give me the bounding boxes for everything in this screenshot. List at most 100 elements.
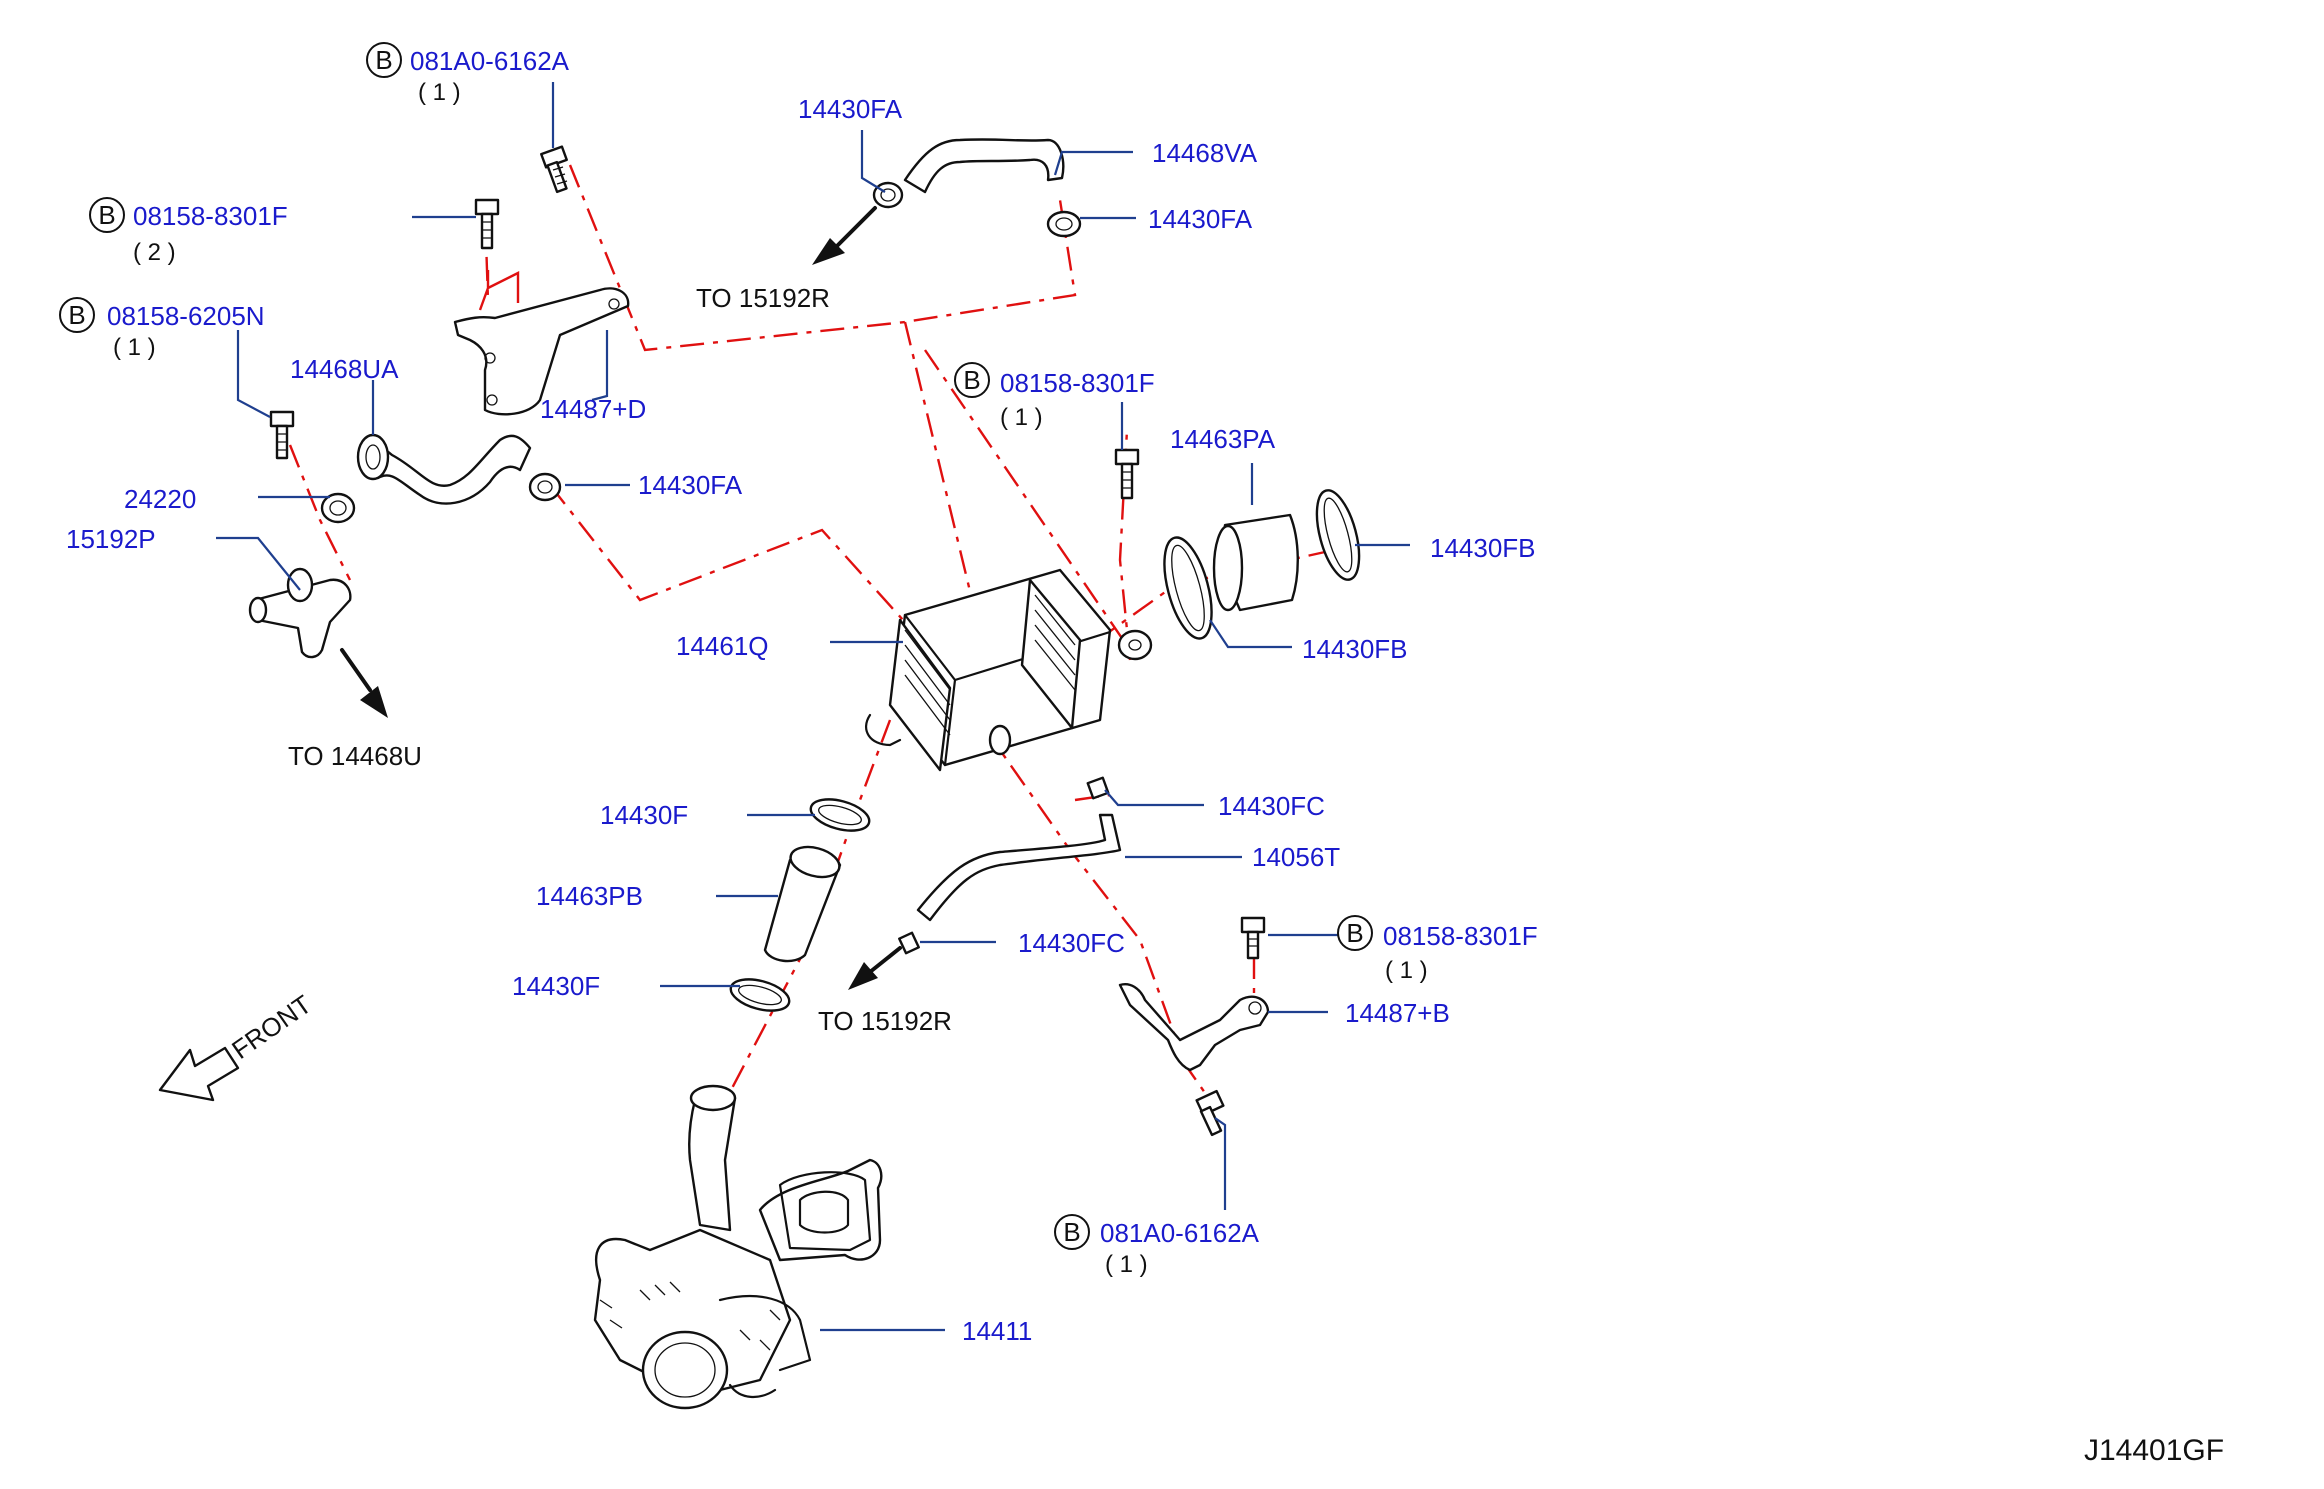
part-label[interactable]: 14411	[962, 1316, 1032, 1346]
hose-clamp-icon	[1046, 210, 1082, 238]
arrow-shaft	[833, 206, 877, 250]
part-label[interactable]: 14430FA	[798, 94, 903, 124]
arrow-shaft	[340, 648, 372, 692]
part-label[interactable]: 14430FC	[1018, 928, 1125, 958]
b-badge-icon	[366, 42, 402, 78]
bolt-icon	[1240, 916, 1266, 960]
duct-14463pa	[1212, 513, 1299, 612]
b-badge-icon	[954, 362, 990, 398]
part-label[interactable]: 14430F	[600, 800, 688, 830]
part-label[interactable]: 14468VA	[1152, 138, 1258, 168]
callout-bolt[interactable]: B 08158-8301F ( 1 )	[1337, 915, 1538, 984]
hose-clamp-icon	[809, 798, 871, 832]
arrow-head-icon	[848, 962, 878, 990]
leader-line	[1214, 1117, 1227, 1210]
part-number: 08158-6205N	[107, 301, 265, 331]
part-label[interactable]: 15192P	[66, 524, 156, 554]
bracket-hole	[484, 352, 496, 364]
hose-clamp-icon	[1163, 536, 1213, 640]
route-note: TO 15192R	[818, 1006, 952, 1036]
b-badge-label: B	[98, 200, 115, 230]
part-label[interactable]: 14487+D	[540, 394, 646, 424]
part-label[interactable]: 14463PB	[536, 881, 643, 911]
bolt-icon	[540, 145, 568, 194]
callout-bolt[interactable]: B 081A0-6162A ( 1 )	[1054, 1214, 1260, 1278]
callout-bolt[interactable]: B 08158-8301F ( 1 )	[954, 362, 1155, 431]
duct-14463pb	[763, 845, 842, 963]
part-label[interactable]: 14487+B	[1345, 998, 1450, 1028]
leader-line	[216, 536, 301, 591]
hose-14468va	[903, 138, 1065, 194]
route-note: TO 14468U	[288, 741, 422, 771]
center-line	[924, 349, 1131, 651]
route-note: TO 15192R	[696, 283, 830, 313]
part-number: 081A0-6162A	[1100, 1218, 1260, 1248]
bracket-hole	[486, 394, 498, 406]
part-number: 08158-8301F	[133, 201, 288, 231]
arrow-head-icon	[360, 686, 388, 718]
part-labels: 14430FA 14468VA 14430FA 14487+D 14468UA …	[66, 94, 1536, 1346]
b-badge-icon	[59, 297, 95, 333]
callout-bolt[interactable]: B 08158-6205N ( 1 )	[59, 297, 265, 361]
part-label[interactable]: 14430FB	[1430, 533, 1536, 563]
hose-clamp-icon	[729, 978, 791, 1012]
hose-clamp-icon	[320, 492, 356, 524]
quantity: ( 1 )	[418, 79, 461, 106]
center-line	[288, 444, 352, 581]
fitting-icon	[1086, 776, 1110, 800]
quantity: ( 1 )	[1000, 404, 1043, 431]
pipe-14056t	[916, 813, 1122, 922]
callout-bolt[interactable]: B 08158-8301F ( 2 )	[89, 197, 288, 266]
b-badge-icon	[1337, 915, 1373, 951]
b-badge-label: B	[375, 45, 392, 75]
bracket-hole	[608, 298, 620, 310]
b-badge-label: B	[1063, 1217, 1080, 1247]
center-line	[929, 649, 1182, 1051]
b-badge-icon	[89, 197, 125, 233]
part-label[interactable]: 14461Q	[676, 631, 769, 661]
part-label[interactable]: 14468UA	[290, 354, 399, 384]
part-label[interactable]: 14430FA	[1148, 204, 1253, 234]
center-line	[1118, 429, 1132, 661]
part-label[interactable]: 14430FC	[1218, 791, 1325, 821]
center-line	[568, 164, 1077, 352]
part-label[interactable]: 14430F	[512, 971, 600, 1001]
b-badge-label: B	[1346, 918, 1363, 948]
leader-line	[236, 330, 271, 418]
fitting-icon	[898, 931, 920, 955]
quantity: ( 2 )	[133, 239, 176, 266]
leader-line	[1209, 619, 1292, 649]
b-badge-icon	[1054, 1214, 1090, 1250]
bracket-14487b	[1118, 983, 1270, 1072]
part-label[interactable]: 14430FB	[1302, 634, 1408, 664]
hose-clamp-icon	[356, 433, 390, 481]
bolt-icon	[269, 410, 295, 460]
part-number: 08158-8301F	[1000, 368, 1155, 398]
part-label[interactable]: 24220	[124, 484, 196, 514]
valve-port	[248, 596, 268, 624]
center-line	[549, 484, 931, 651]
part-number: 081A0-6162A	[410, 46, 570, 76]
hose-clamp-icon	[1315, 489, 1361, 581]
quantity: ( 1 )	[113, 334, 156, 361]
b-badge-label: B	[68, 300, 85, 330]
arrow-head-icon	[812, 238, 845, 265]
part-label[interactable]: 14463PA	[1170, 424, 1276, 454]
diagram-id: J14401GF	[2084, 1434, 2224, 1467]
part-label[interactable]: 14056T	[1252, 842, 1340, 872]
bolt-icon	[474, 198, 500, 250]
bracket-hole	[1248, 1001, 1262, 1015]
valve-port	[286, 567, 314, 603]
front-arrow-shape	[158, 1046, 240, 1102]
leader-line	[860, 130, 886, 193]
part-label[interactable]: 14430FA	[638, 470, 743, 500]
callout-bolt[interactable]: B 081A0-6162A ( 1 )	[366, 42, 570, 106]
intercooler-14461q	[865, 568, 1153, 772]
leader-lines	[216, 82, 1410, 1332]
bracket-14487d	[453, 287, 630, 416]
leader-line	[1053, 150, 1133, 176]
valve-15192p	[253, 578, 352, 659]
hose-14468ua	[358, 434, 532, 505]
